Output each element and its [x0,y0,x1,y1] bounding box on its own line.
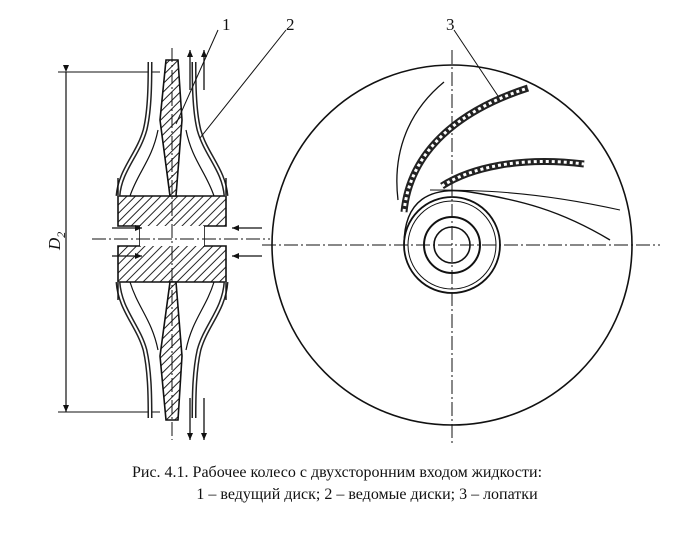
callout-leader-2 [199,29,287,139]
impeller-drawing: 1 2 3 D2 [45,15,660,445]
driving-disc-upper [159,59,183,197]
blade [400,84,530,213]
caption-legend: 1 – ведущий диск; 2 – ведомые диски; 3 –… [196,486,538,503]
callout-3: 3 [446,15,455,34]
driving-disc-lower [159,281,183,421]
dimension-subscript: 2 [54,232,68,238]
callout-1: 1 [222,15,231,34]
callout-leader-1 [175,29,219,125]
dimension-label-group: D2 [45,232,68,251]
caption-title: Рис. 4.1. Рабочее колесо с двухсторонним… [131,464,543,481]
svg-text:D2: D2 [45,232,68,251]
section-view [58,29,287,440]
callout-2: 2 [286,15,295,34]
callout-leader-3 [453,29,499,97]
dimension-label: D [45,237,64,251]
front-view [262,29,660,445]
figure-caption: Рис. 4.1. Рабочее колесо с двухсторонним… [0,462,674,506]
blade [396,81,445,201]
